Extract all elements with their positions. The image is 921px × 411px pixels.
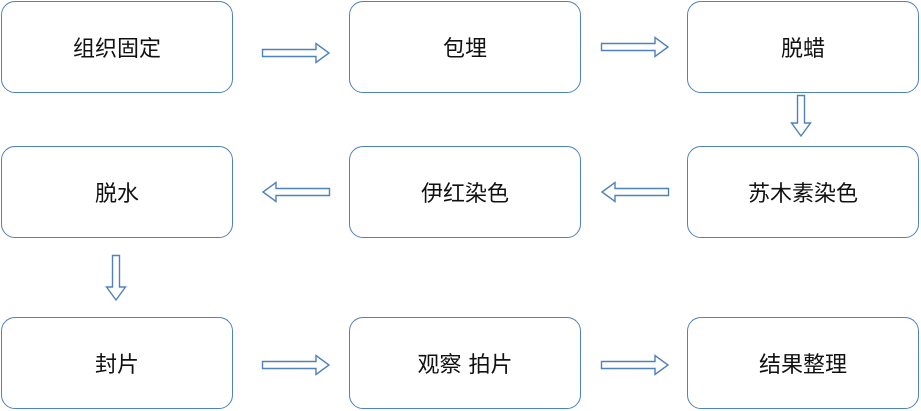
step-mounting: 封片 xyxy=(1,317,233,409)
arrow-shape xyxy=(600,181,670,203)
step-label: 脱蜡 xyxy=(780,37,825,62)
step-result-compilation: 结果整理 xyxy=(687,317,919,409)
arrow-right-icon xyxy=(261,42,331,64)
arrow-shape xyxy=(600,354,670,376)
arrow-down-icon xyxy=(105,254,127,302)
step-label: 结果整理 xyxy=(758,353,847,378)
step-observe-photograph: 观察 拍片 xyxy=(349,317,581,409)
step-label: 封片 xyxy=(94,353,139,378)
arrow-shape xyxy=(261,181,331,203)
step-dehydration: 脱水 xyxy=(1,146,233,238)
arrow-shape xyxy=(261,42,331,64)
step-label: 伊红染色 xyxy=(420,182,509,207)
step-label: 脱水 xyxy=(94,182,139,207)
step-hematoxylin-staining: 苏木素染色 xyxy=(687,146,919,238)
arrow-right-icon xyxy=(600,354,670,376)
arrow-left-icon xyxy=(600,181,670,203)
arrow-shape xyxy=(261,354,331,376)
step-label: 包埋 xyxy=(442,37,487,62)
arrow-right-icon xyxy=(261,354,331,376)
arrow-down-icon xyxy=(790,94,812,138)
arrow-shape xyxy=(105,254,127,302)
step-label: 组织固定 xyxy=(72,37,161,62)
step-label: 苏木素染色 xyxy=(747,182,858,207)
arrow-shape xyxy=(600,36,670,58)
arrow-shape xyxy=(790,94,812,138)
step-dewaxing: 脱蜡 xyxy=(687,1,919,93)
step-label: 观察 拍片 xyxy=(417,353,513,378)
step-eosin-staining: 伊红染色 xyxy=(349,146,581,238)
arrow-right-icon xyxy=(600,36,670,58)
step-embedding: 包埋 xyxy=(349,1,581,93)
step-tissue-fixation: 组织固定 xyxy=(1,1,233,93)
arrow-left-icon xyxy=(261,181,331,203)
